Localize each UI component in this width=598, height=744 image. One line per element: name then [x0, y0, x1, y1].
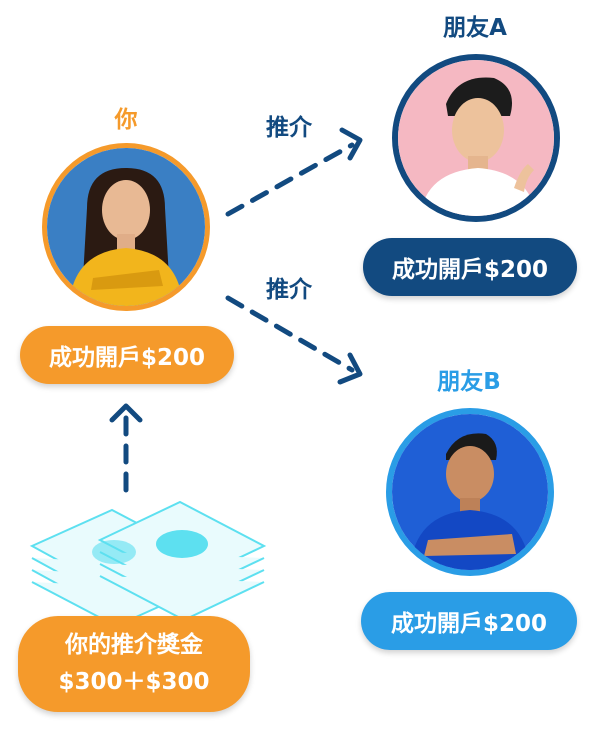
referral-label-top: 推介 — [266, 115, 312, 141]
cash-stack-icon — [29, 500, 267, 626]
arrow-to-friend-b — [225, 295, 355, 373]
friend-b-name: 朋友B — [437, 369, 501, 395]
friend-a-name: 朋友A — [443, 15, 507, 41]
bonus-amount: $300＋$300 — [58, 669, 210, 695]
friend-b-badge: 成功開戶$200 — [361, 592, 577, 650]
friend-a-badge: 成功開戶$200 — [363, 238, 577, 296]
referral-label-bottom: 推介 — [266, 277, 312, 303]
friend-b-avatar — [386, 408, 554, 576]
friend-a-avatar — [392, 54, 560, 222]
you-avatar — [42, 143, 210, 311]
arrow-to-friend-a — [225, 142, 355, 217]
bonus-title: 你的推介獎金 — [65, 632, 203, 658]
you-badge: 成功開戶$200 — [20, 326, 234, 384]
referral-bonus-badge: 你的推介獎金 $300＋$300 — [18, 616, 250, 712]
you-name: 你 — [114, 107, 138, 133]
